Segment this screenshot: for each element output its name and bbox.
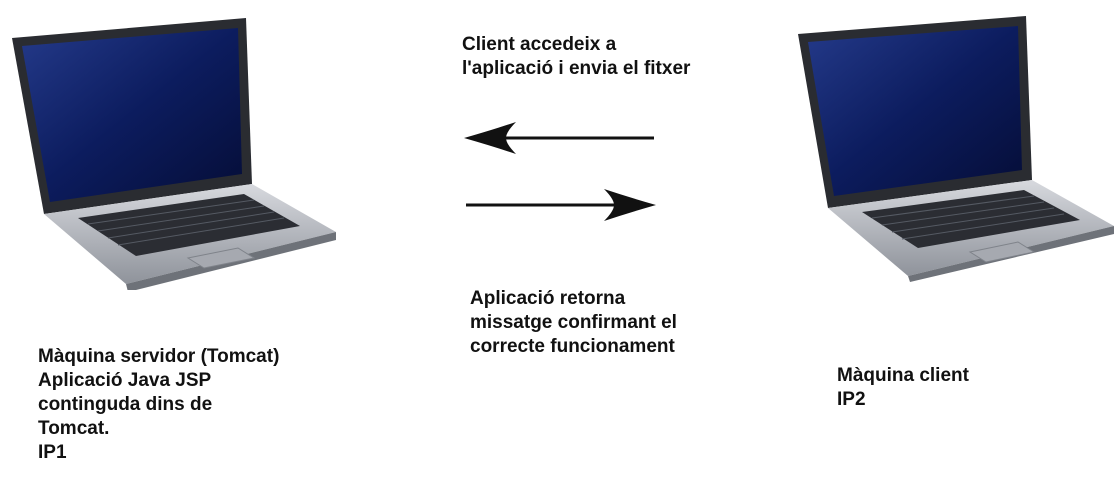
request-message-line: Client accedeix a — [462, 34, 617, 55]
server-laptop-icon — [8, 14, 338, 290]
server-ip-label: IP1 — [38, 442, 67, 463]
arrow-left-icon — [462, 118, 658, 163]
server-description-line: Aplicació Java JSP — [38, 370, 212, 391]
server-description-line: Tomcat. — [38, 418, 110, 439]
server-description-line: continguda dins de — [38, 394, 213, 415]
client-laptop-icon — [794, 12, 1116, 282]
client-description: Màquina client IP2 — [837, 364, 969, 412]
arrow-right-icon — [462, 185, 658, 230]
response-message: Aplicació retorna missatge confirmant el… — [470, 287, 677, 359]
server-description-line: Màquina servidor (Tomcat) — [38, 346, 280, 367]
client-description-line: Màquina client — [837, 365, 969, 386]
server-description: Màquina servidor (Tomcat) Aplicació Java… — [38, 345, 279, 465]
response-message-line: Aplicació retorna — [470, 288, 626, 309]
client-ip-label: IP2 — [837, 389, 866, 410]
request-message: Client accedeix a l'aplicació i envia el… — [462, 33, 690, 81]
response-message-line: correcte funcionament — [470, 336, 675, 357]
response-message-line: missatge confirmant el — [470, 312, 677, 333]
request-message-line: l'aplicació i envia el fitxer — [462, 58, 691, 79]
